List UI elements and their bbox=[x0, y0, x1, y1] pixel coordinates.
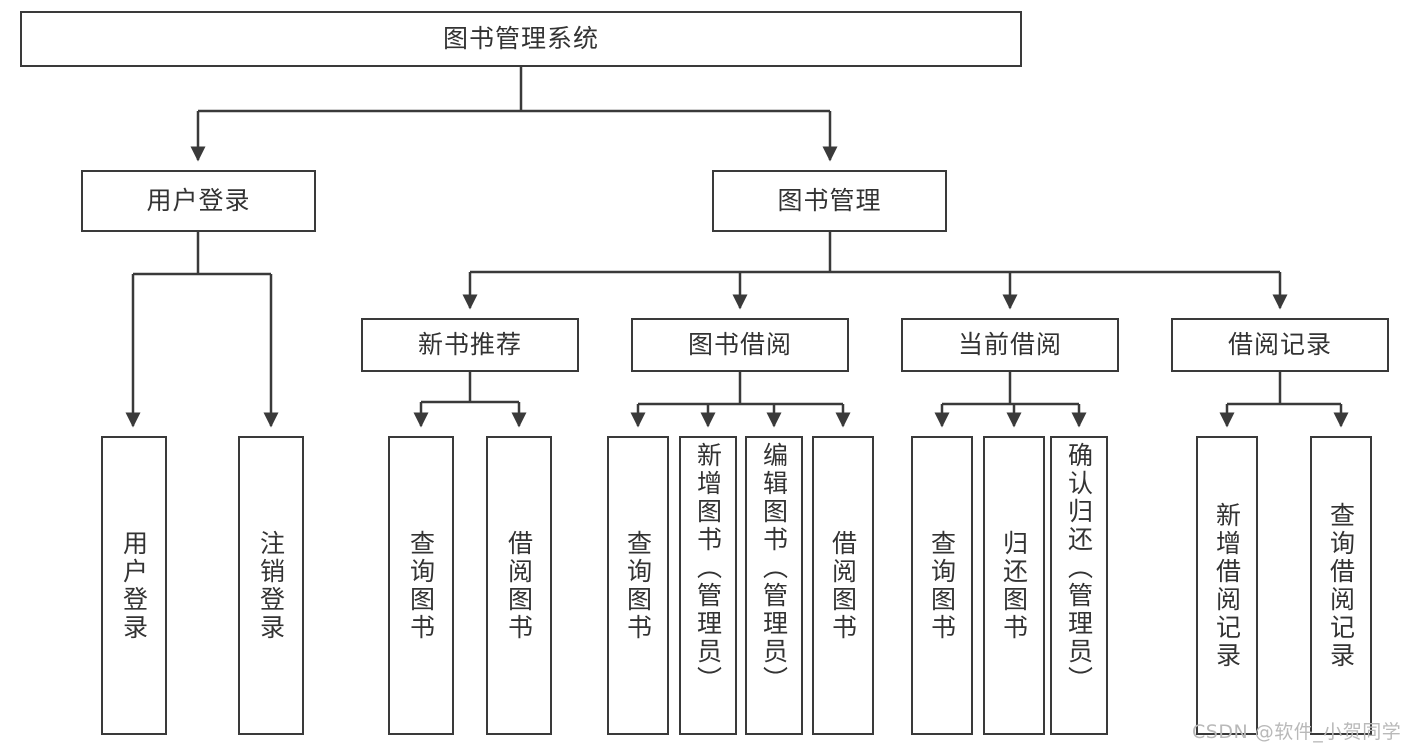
node-borrow-record[interactable]: 借阅记录 bbox=[1171, 318, 1389, 372]
node-leaf-query-book-rec-label: 查询图书 bbox=[406, 529, 436, 642]
node-leaf-user-login-label: 用户登录 bbox=[119, 529, 149, 642]
node-leaf-edit-book-admin-label: 编辑图书（管理员） bbox=[759, 442, 789, 694]
node-book-borrow[interactable]: 图书借阅 bbox=[631, 318, 849, 372]
node-user-login-label: 用户登录 bbox=[146, 186, 251, 216]
node-new-book-rec-label: 新书推荐 bbox=[417, 330, 522, 360]
node-leaf-query-book-borrow[interactable]: 查询图书 bbox=[607, 436, 669, 735]
node-leaf-return-book[interactable]: 归还图书 bbox=[983, 436, 1045, 735]
node-leaf-borrow-book-rec[interactable]: 借阅图书 bbox=[486, 436, 552, 735]
node-leaf-add-book-admin-label: 新增图书（管理员） bbox=[693, 442, 723, 694]
node-book-manage-label: 图书管理 bbox=[777, 186, 882, 216]
node-leaf-return-book-label: 归还图书 bbox=[999, 529, 1029, 642]
node-leaf-borrow-book-rec-label: 借阅图书 bbox=[504, 529, 534, 642]
node-book-borrow-label: 图书借阅 bbox=[687, 330, 792, 360]
node-leaf-user-logout[interactable]: 注销登录 bbox=[238, 436, 304, 735]
node-current-borrow-label: 当前借阅 bbox=[957, 330, 1062, 360]
node-leaf-confirm-return-admin[interactable]: 确认归还（管理员） bbox=[1050, 436, 1108, 735]
node-leaf-borrow-book-label: 借阅图书 bbox=[828, 529, 858, 642]
node-leaf-confirm-return-admin-label: 确认归还（管理员） bbox=[1064, 442, 1094, 694]
node-leaf-add-borrow-record-label: 新增借阅记录 bbox=[1212, 501, 1242, 670]
node-current-borrow[interactable]: 当前借阅 bbox=[901, 318, 1119, 372]
node-leaf-query-book-borrow-label: 查询图书 bbox=[623, 529, 653, 642]
node-leaf-user-logout-label: 注销登录 bbox=[256, 529, 286, 642]
node-borrow-record-label: 借阅记录 bbox=[1227, 330, 1332, 360]
node-leaf-add-borrow-record[interactable]: 新增借阅记录 bbox=[1196, 436, 1258, 735]
node-leaf-borrow-book[interactable]: 借阅图书 bbox=[812, 436, 874, 735]
node-new-book-rec[interactable]: 新书推荐 bbox=[361, 318, 579, 372]
node-root[interactable]: 图书管理系统 bbox=[20, 11, 1022, 67]
node-leaf-user-login[interactable]: 用户登录 bbox=[101, 436, 167, 735]
node-leaf-edit-book-admin[interactable]: 编辑图书（管理员） bbox=[745, 436, 803, 735]
node-leaf-add-book-admin[interactable]: 新增图书（管理员） bbox=[679, 436, 737, 735]
node-leaf-query-borrow-record[interactable]: 查询借阅记录 bbox=[1310, 436, 1372, 735]
csdn-watermark: CSDN @软件_小贺同学 bbox=[1192, 721, 1402, 743]
node-leaf-query-book-cur[interactable]: 查询图书 bbox=[911, 436, 973, 735]
node-book-manage[interactable]: 图书管理 bbox=[712, 170, 947, 232]
node-leaf-query-book-cur-label: 查询图书 bbox=[927, 529, 957, 642]
node-user-login[interactable]: 用户登录 bbox=[81, 170, 316, 232]
node-leaf-query-borrow-record-label: 查询借阅记录 bbox=[1326, 501, 1356, 670]
node-root-label: 图书管理系统 bbox=[442, 24, 599, 54]
node-leaf-query-book-rec[interactable]: 查询图书 bbox=[388, 436, 454, 735]
